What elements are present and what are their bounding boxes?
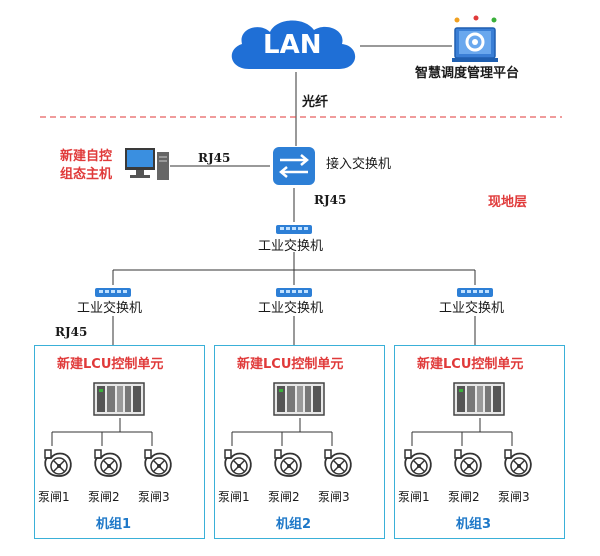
industrial-switch-label-3: 工业交换机	[439, 301, 505, 316]
pump-gate-icon	[224, 449, 252, 477]
access-switch-label: 接入交换机	[326, 157, 392, 172]
unit-label: 机组1	[96, 517, 132, 532]
rj45-switch-label: RJ45	[55, 325, 88, 339]
rj45-access-label: RJ45	[314, 193, 347, 207]
desktop-computer-icon	[125, 148, 169, 180]
industrial-switch-icon	[457, 288, 493, 297]
field-layer-label: 现地层	[488, 195, 528, 210]
gate-label: 泵闸2	[448, 490, 480, 504]
bus-lines	[51, 418, 153, 446]
industrial-switch-icon	[276, 225, 312, 234]
pump-gate-icon	[504, 449, 532, 477]
pump-gate-icon	[274, 449, 302, 477]
plc-controller-icon	[93, 382, 145, 416]
lcu-label: 新建LCU控制单元	[57, 357, 164, 372]
gate-label: 泵闸1	[398, 490, 430, 504]
plc-controller-icon	[273, 382, 325, 416]
cloud-icon	[231, 20, 356, 69]
lcu-label: 新建LCU控制单元	[237, 357, 344, 372]
gate-label: 泵闸3	[318, 490, 350, 504]
gate-label: 泵闸3	[498, 490, 530, 504]
gate-label: 泵闸2	[88, 490, 120, 504]
gate-label: 泵闸1	[38, 490, 70, 504]
host-label-line1: 新建自控	[60, 149, 113, 164]
gate-label: 泵闸1	[218, 490, 250, 504]
gate-label: 泵闸2	[268, 490, 300, 504]
unit-group: 新建LCU控制单元 泵闸1	[394, 345, 565, 539]
lcu-label: 新建LCU控制单元	[417, 357, 524, 372]
gate-label: 泵闸3	[138, 490, 170, 504]
lan-label: LAN	[263, 30, 322, 60]
industrial-switch-label-top: 工业交换机	[258, 239, 324, 254]
bus-lines	[231, 418, 333, 446]
bus-lines	[411, 418, 513, 446]
unit-label: 机组2	[276, 517, 312, 532]
pump-gate-icon	[94, 449, 122, 477]
unit-label: 机组3	[456, 517, 492, 532]
pump-gate-icon	[404, 449, 432, 477]
rj45-host-label: RJ45	[198, 151, 231, 165]
host-label-line2: 组态主机	[60, 167, 113, 182]
pump-gate-icon	[144, 449, 172, 477]
pump-gate-icon	[44, 449, 72, 477]
industrial-switch-label-1: 工业交换机	[77, 301, 143, 316]
gear-monitor-icon	[452, 15, 498, 62]
plc-controller-icon	[453, 382, 505, 416]
unit-group: 新建LCU控制单元 泵闸1	[214, 345, 385, 539]
network-switch-icon	[273, 147, 315, 185]
unit-group: 新建LCU控制单元 泵闸1	[34, 345, 205, 539]
pump-gate-icon	[324, 449, 352, 477]
fiber-label: 光纤	[302, 95, 329, 110]
platform-label: 智慧调度管理平台	[415, 66, 520, 81]
pump-gate-icon	[454, 449, 482, 477]
industrial-switch-icon	[276, 288, 312, 297]
industrial-switch-icon	[95, 288, 131, 297]
industrial-switch-label-2: 工业交换机	[258, 301, 324, 316]
